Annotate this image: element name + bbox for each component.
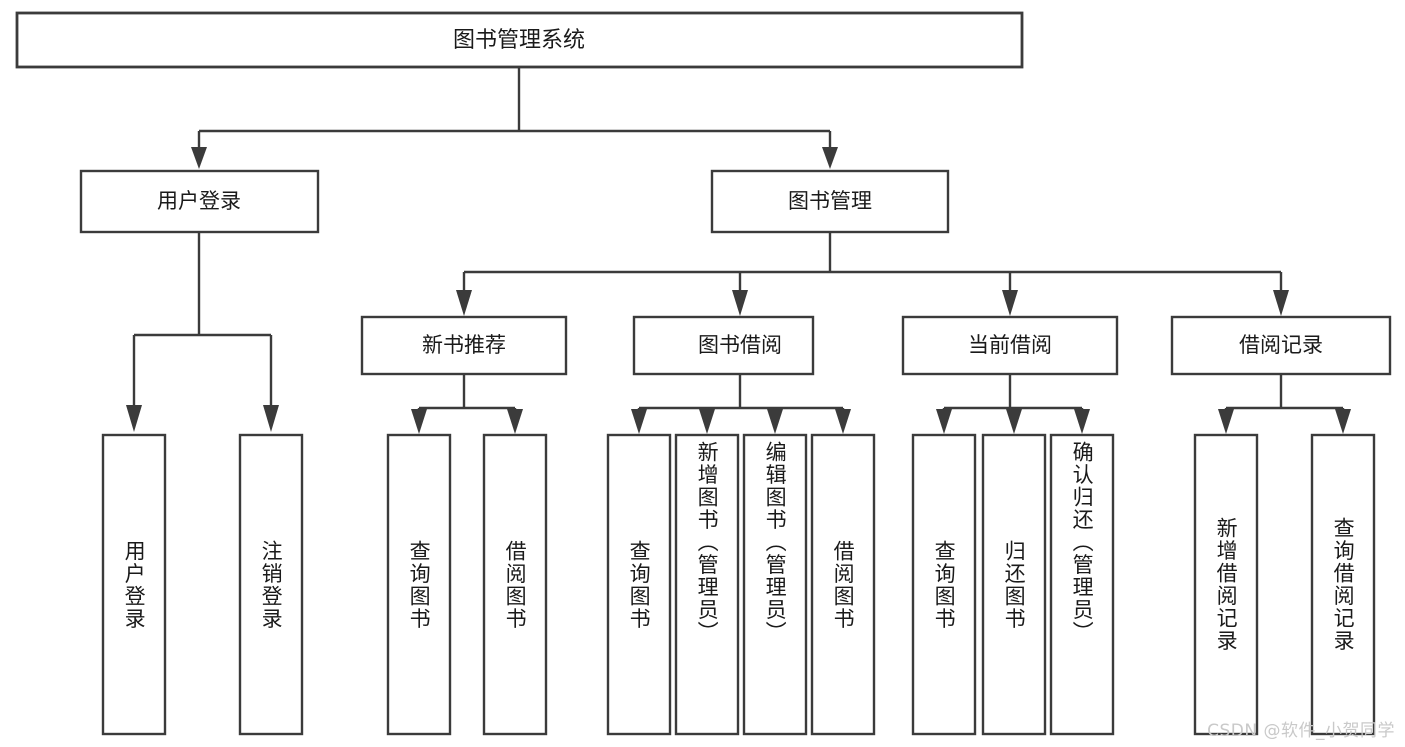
node-leaf-add-book-box[interactable] (674, 433, 740, 736)
node-leaf-edit-book-box[interactable] (742, 433, 808, 736)
connector-group-book-management (456, 232, 1289, 316)
node-leaf-borrow-book-1-box[interactable] (482, 433, 548, 736)
node-current-borrow-label: 当前借阅 (968, 333, 1052, 357)
node-new-book-recommend-box[interactable] (360, 315, 568, 376)
arrowhead-leaf-user-login (126, 405, 142, 432)
arrowhead-leaf-return-book (1006, 409, 1022, 434)
connector-group-new-book-recommend (411, 374, 523, 434)
node-leaf-query-borrow-record-box[interactable] (1310, 433, 1376, 736)
node-leaf-logout-login-box[interactable] (238, 433, 304, 736)
node-book-borrow-box[interactable] (632, 315, 815, 376)
csdn-watermark: CSDN @软件_小贺同学 (1207, 721, 1395, 741)
arrowhead-current-borrow (1002, 290, 1018, 316)
node-leaf-query-book-1-box[interactable] (386, 433, 452, 736)
node-borrow-record-label: 借阅记录 (1239, 333, 1323, 357)
node-root-title-label: 图书管理系统 (453, 28, 585, 53)
connector-group-user-login (126, 232, 279, 432)
node-root-title-box[interactable] (15, 11, 1024, 69)
node-current-borrow-box[interactable] (901, 315, 1119, 376)
node-leaf-add-borrow-record-box[interactable] (1193, 433, 1259, 736)
node-leaf-confirm-return-box[interactable] (1049, 433, 1115, 736)
node-new-book-recommend[interactable]: 新书推荐 (360, 315, 568, 376)
arrowhead-book-borrow (732, 290, 748, 316)
arrowhead-leaf-add-borrow-record (1218, 409, 1234, 434)
connector-group-current-borrow (936, 374, 1090, 434)
arrowhead-leaf-query-borrow-record (1335, 409, 1351, 434)
node-leaf-return-book-box[interactable] (981, 433, 1047, 736)
arrowhead-borrow-record (1273, 290, 1289, 316)
connector-group-book-borrow (631, 374, 851, 434)
arrowhead-leaf-confirm-return (1074, 409, 1090, 434)
arrowhead-new-book-recommend (456, 290, 472, 316)
arrowhead-leaf-query-book-1 (411, 409, 427, 434)
node-current-borrow[interactable]: 当前借阅 (901, 315, 1119, 376)
node-new-book-recommend-label: 新书推荐 (422, 333, 506, 357)
node-leaf-borrow-book-2-box[interactable] (810, 433, 876, 736)
node-root-title[interactable]: 图书管理系统 (15, 11, 1024, 69)
arrowhead-user-login (191, 147, 207, 169)
arrowhead-book-management (822, 147, 838, 169)
arrowhead-leaf-query-book-3 (936, 409, 952, 434)
node-book-borrow[interactable]: 图书借阅 (632, 315, 815, 376)
node-book-borrow-label: 图书借阅 (698, 333, 782, 357)
node-borrow-record-box[interactable] (1170, 315, 1392, 376)
node-book-management-box[interactable] (710, 169, 950, 234)
node-book-management-label: 图书管理 (788, 189, 872, 213)
node-book-management[interactable]: 图书管理 (710, 169, 950, 234)
arrowhead-leaf-add-book (699, 409, 715, 434)
node-leaf-query-book-3-box[interactable] (911, 433, 977, 736)
node-borrow-record[interactable]: 借阅记录 (1170, 315, 1392, 376)
arrowhead-leaf-logout-login (263, 405, 279, 432)
arrowhead-leaf-query-book-2 (631, 409, 647, 434)
arrowhead-leaf-borrow-book-1 (507, 409, 523, 434)
arrowhead-leaf-borrow-book-2 (835, 409, 851, 434)
connector-group-borrow-record (1218, 374, 1351, 434)
node-user-login-box[interactable] (79, 169, 320, 234)
node-user-login-label: 用户登录 (157, 189, 241, 213)
node-user-login[interactable]: 用户登录 (79, 169, 320, 234)
connector-group-root (191, 67, 838, 169)
node-leaf-user-login-box[interactable] (101, 433, 167, 736)
arrowhead-leaf-edit-book (767, 409, 783, 434)
node-leaf-query-book-2-box[interactable] (606, 433, 672, 736)
